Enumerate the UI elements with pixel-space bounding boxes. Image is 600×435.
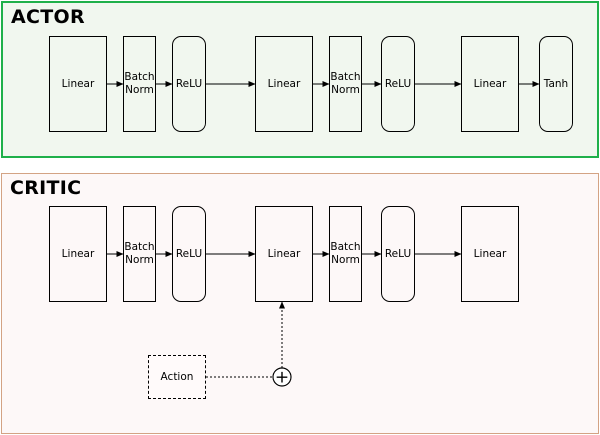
critic-relu-block-2: ReLU bbox=[381, 206, 415, 302]
actor-linear-block-1: Linear bbox=[49, 36, 107, 132]
actor-tanh-block: Tanh bbox=[539, 36, 573, 132]
actor-linear-label-1: Linear bbox=[61, 77, 95, 90]
critic-batchnorm-label-1: Batch Norm bbox=[124, 241, 155, 266]
actor-batchnorm-label-2: Batch Norm bbox=[330, 71, 361, 96]
critic-relu-block-1: ReLU bbox=[172, 206, 206, 302]
actor-tanh-label: Tanh bbox=[543, 77, 569, 90]
critic-batchnorm-block-1: Batch Norm bbox=[123, 206, 156, 302]
critic-batchnorm-block-2: Batch Norm bbox=[329, 206, 362, 302]
action-label: Action bbox=[160, 370, 194, 383]
actor-batchnorm-label-1: Batch Norm bbox=[124, 71, 155, 96]
actor-linear-label-2: Linear bbox=[267, 77, 301, 90]
actor-relu-label-1: ReLU bbox=[175, 77, 203, 90]
actor-linear-block-2: Linear bbox=[255, 36, 313, 132]
action-input-box: Action bbox=[148, 355, 206, 399]
actor-linear-block-3: Linear bbox=[461, 36, 519, 132]
actor-relu-block-1: ReLU bbox=[172, 36, 206, 132]
critic-linear-block-3: Linear bbox=[461, 206, 519, 302]
critic-linear-label-3: Linear bbox=[473, 247, 507, 260]
sum-symbol: + bbox=[275, 368, 289, 388]
critic-relu-label-1: ReLU bbox=[175, 247, 203, 260]
critic-linear-label-2: Linear bbox=[267, 247, 301, 260]
critic-linear-label-1: Linear bbox=[61, 247, 95, 260]
actor-relu-block-2: ReLU bbox=[381, 36, 415, 132]
actor-title: ACTOR bbox=[11, 6, 85, 28]
critic-batchnorm-label-2: Batch Norm bbox=[330, 241, 361, 266]
critic-linear-block-1: Linear bbox=[49, 206, 107, 302]
critic-panel: CRITIC bbox=[1, 173, 599, 434]
actor-relu-label-2: ReLU bbox=[384, 77, 412, 90]
critic-title: CRITIC bbox=[10, 177, 82, 199]
actor-linear-label-3: Linear bbox=[473, 77, 507, 90]
critic-relu-label-2: ReLU bbox=[384, 247, 412, 260]
actor-batchnorm-block-2: Batch Norm bbox=[329, 36, 362, 132]
actor-batchnorm-block-1: Batch Norm bbox=[123, 36, 156, 132]
